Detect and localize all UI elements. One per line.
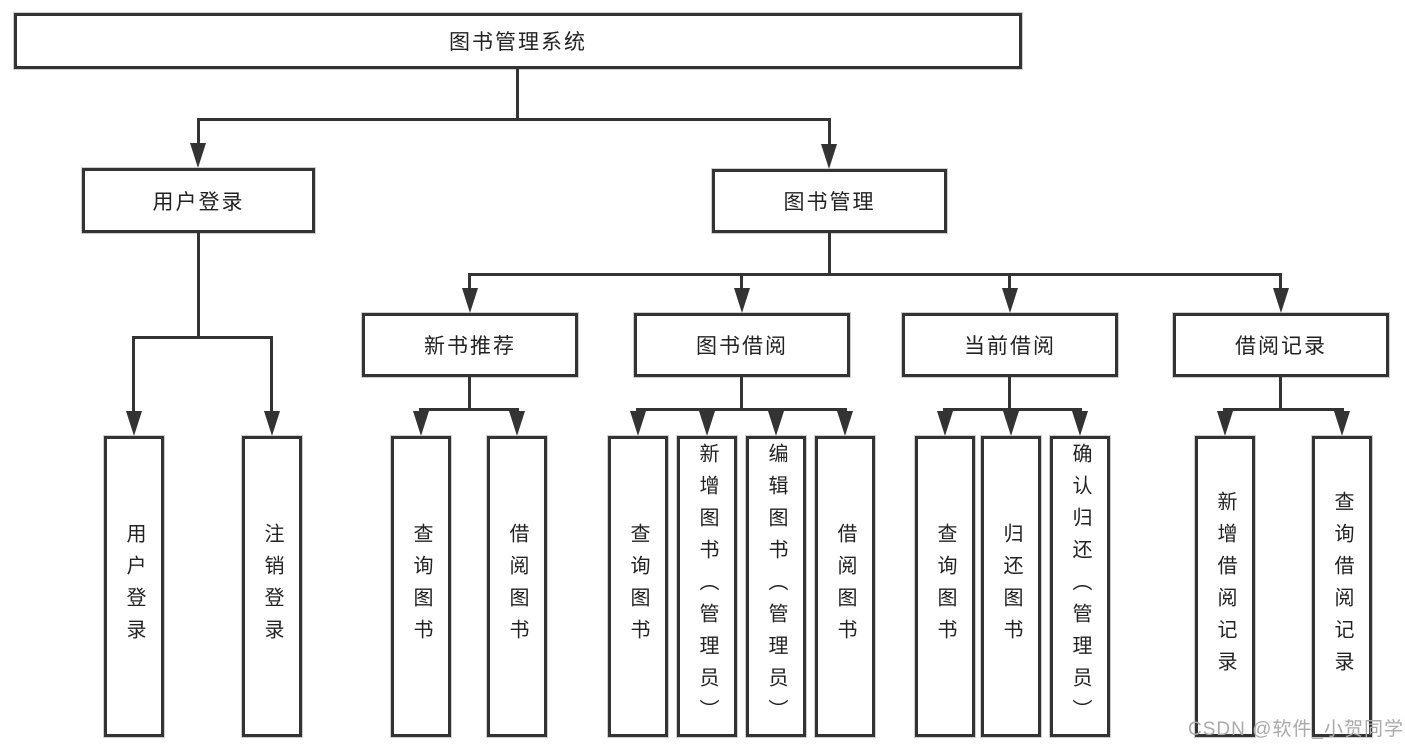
leaf-logout: 注销登录 bbox=[242, 436, 302, 737]
leaf-query-borrow-record: 查询借阅记录 bbox=[1312, 436, 1372, 737]
connector-line bbox=[197, 118, 200, 144]
arrow-down-icon bbox=[821, 144, 837, 169]
leaf-label: 借阅图书 bbox=[834, 522, 856, 651]
arrow-down-icon bbox=[1273, 288, 1289, 313]
connector-line bbox=[828, 233, 831, 275]
arrow-down-icon bbox=[837, 411, 853, 436]
node-library-management-system: 图书管理系统 bbox=[14, 13, 1022, 69]
connector-line bbox=[516, 69, 519, 120]
leaf-label: 用户登录 bbox=[123, 522, 145, 651]
node-borrowing-records: 借阅记录 bbox=[1173, 313, 1389, 377]
arrow-down-icon bbox=[1002, 288, 1018, 313]
connector-line bbox=[740, 377, 743, 411]
arrow-down-icon bbox=[768, 411, 784, 436]
leaf-label: 借阅图书 bbox=[506, 522, 528, 651]
connector-line bbox=[1008, 377, 1011, 411]
connector-line bbox=[943, 408, 1082, 411]
node-book-borrowing: 图书借阅 bbox=[634, 313, 850, 377]
connector-line bbox=[828, 118, 831, 145]
arrow-down-icon bbox=[1003, 411, 1019, 436]
arrow-down-icon bbox=[630, 411, 646, 436]
leaf-label: 新增图书（管理员） bbox=[696, 442, 718, 731]
connector-line bbox=[1279, 377, 1282, 411]
arrow-down-icon bbox=[413, 411, 429, 436]
node-current-borrowing: 当前借阅 bbox=[902, 313, 1118, 377]
arrow-down-icon bbox=[264, 411, 280, 436]
leaf-label: 归还图书 bbox=[1000, 522, 1022, 651]
leaf-label: 新增借阅记录 bbox=[1214, 490, 1236, 683]
leaf-label: 查询图书 bbox=[410, 522, 432, 651]
arrow-down-icon bbox=[1072, 411, 1088, 436]
leaf-query-books-borrowing: 查询图书 bbox=[608, 436, 668, 737]
connector-line bbox=[197, 118, 831, 121]
connector-line bbox=[419, 408, 519, 411]
leaf-user-login: 用户登录 bbox=[104, 436, 164, 737]
node-label: 新书推荐 bbox=[424, 335, 516, 358]
node-user-login: 用户登录 bbox=[82, 168, 315, 233]
arrow-down-icon bbox=[126, 411, 142, 436]
leaf-borrow-books-borrowing: 借阅图书 bbox=[815, 436, 875, 737]
node-label: 图书管理系统 bbox=[449, 31, 587, 54]
leaf-borrow-books-recommend: 借阅图书 bbox=[487, 436, 547, 737]
connector-line bbox=[468, 377, 471, 411]
connector-line bbox=[740, 273, 743, 291]
leaf-add-borrow-record: 新增借阅记录 bbox=[1195, 436, 1255, 737]
connector-line bbox=[132, 336, 135, 414]
arrow-down-icon bbox=[509, 411, 525, 436]
node-label: 当前借阅 bbox=[964, 335, 1056, 358]
arrow-down-icon bbox=[699, 411, 715, 436]
arrow-down-icon bbox=[734, 288, 750, 313]
connector-line bbox=[468, 273, 1282, 276]
node-book-management: 图书管理 bbox=[712, 169, 947, 233]
arrow-down-icon bbox=[462, 288, 478, 313]
leaf-label: 查询图书 bbox=[934, 522, 956, 651]
leaf-query-books-recommend: 查询图书 bbox=[391, 436, 451, 737]
leaf-label: 查询借阅记录 bbox=[1331, 490, 1353, 683]
leaf-query-books-current: 查询图书 bbox=[915, 436, 975, 737]
arrow-down-icon bbox=[190, 143, 206, 168]
arrow-down-icon bbox=[1217, 411, 1233, 436]
connector-line bbox=[1223, 408, 1344, 411]
node-label: 图书管理 bbox=[783, 191, 876, 214]
node-label: 用户登录 bbox=[152, 190, 245, 214]
node-label: 借阅记录 bbox=[1235, 335, 1327, 358]
arrow-down-icon bbox=[937, 411, 953, 436]
connector-line bbox=[197, 233, 200, 338]
leaf-return-books: 归还图书 bbox=[981, 436, 1041, 737]
node-label: 图书借阅 bbox=[696, 335, 788, 358]
connector-line bbox=[468, 273, 471, 291]
connector-line bbox=[1279, 273, 1282, 291]
leaf-label: 编辑图书（管理员） bbox=[765, 442, 787, 731]
leaf-add-books-admin: 新增图书（管理员） bbox=[677, 436, 737, 737]
connector-line bbox=[636, 408, 847, 411]
node-new-book-recommendation: 新书推荐 bbox=[362, 313, 578, 377]
arrow-down-icon bbox=[1334, 411, 1350, 436]
connector-line bbox=[270, 336, 273, 414]
leaf-label: 查询图书 bbox=[627, 522, 649, 651]
connector-line bbox=[132, 336, 273, 339]
leaf-label: 注销登录 bbox=[261, 522, 283, 651]
leaf-edit-books-admin: 编辑图书（管理员） bbox=[746, 436, 806, 737]
csdn-watermark: CSDN @软件_小贺同学 bbox=[1188, 719, 1404, 740]
connector-line bbox=[1008, 273, 1011, 291]
leaf-confirm-return-admin: 确认归还（管理员） bbox=[1050, 436, 1110, 737]
leaf-label: 确认归还（管理员） bbox=[1069, 442, 1091, 731]
